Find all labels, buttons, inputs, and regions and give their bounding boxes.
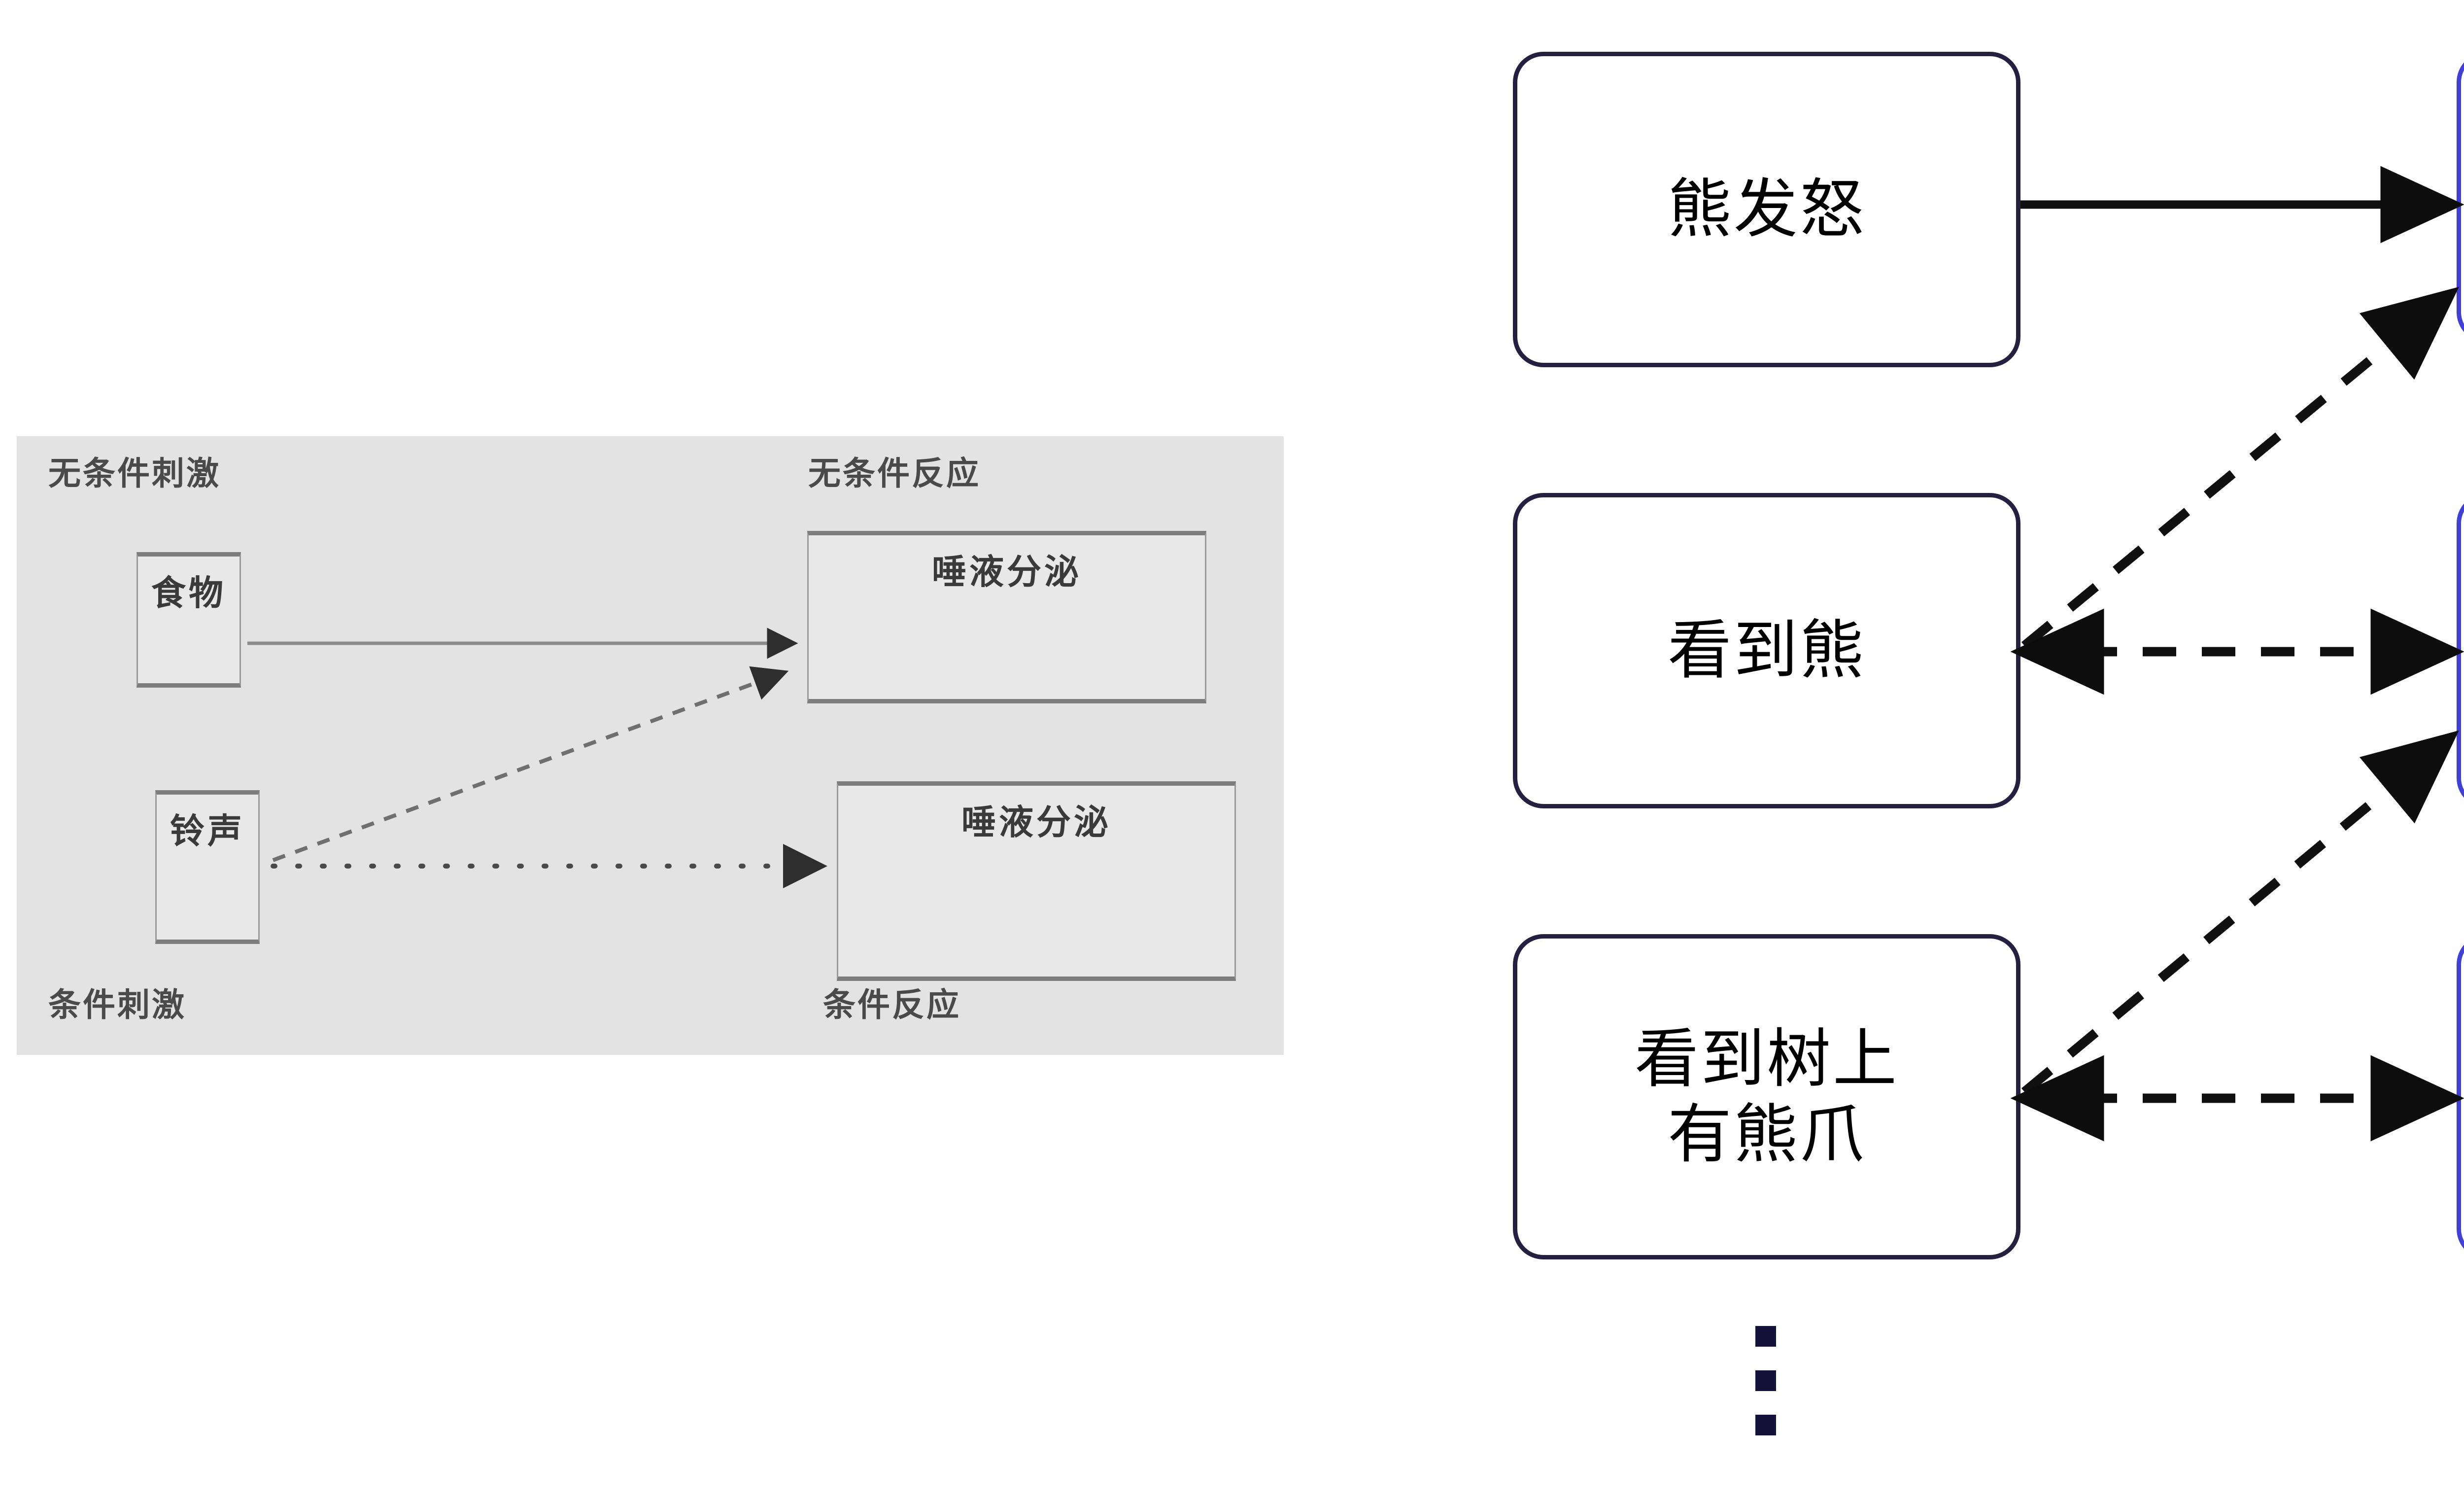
classical-conditioning-panel: 无条件刺激 无条件反应 条件刺激 条件反应 食物 铃声 唾液分泌 唾液分泌 bbox=[17, 436, 1284, 1055]
box-bell-label: 铃声 bbox=[170, 812, 245, 850]
box-salivation-unconditioned: 唾液分泌 bbox=[807, 531, 1206, 703]
edge-see-bear-to-reward bbox=[2021, 286, 2459, 650]
node-value-s-prime[interactable]: V(s′) bbox=[2457, 493, 2464, 808]
edge-bell-to-salivation-top bbox=[272, 666, 789, 862]
node-see-bear-label: 看到熊 bbox=[1667, 614, 1866, 687]
box-food: 食物 bbox=[137, 552, 241, 688]
box-bell: 铃声 bbox=[155, 790, 260, 944]
node-bear-angry[interactable]: 熊发怒 bbox=[1513, 52, 2020, 367]
label-conditioned-stimulus: 条件刺激 bbox=[48, 986, 186, 1023]
ellipsis-dot bbox=[1755, 1415, 1776, 1435]
node-bear-angry-label: 熊发怒 bbox=[1667, 173, 1866, 245]
node-see-bear-paw[interactable]: 看到树上 有熊爪 bbox=[1513, 934, 2020, 1259]
node-see-bear[interactable]: 看到熊 bbox=[1513, 493, 2020, 808]
node-see-bear-paw-label: 看到树上 有熊爪 bbox=[1634, 1022, 1899, 1170]
node-reward[interactable]: 奖励 bbox=[2457, 52, 2464, 343]
box-salivation-top-label: 唾液分泌 bbox=[932, 553, 1082, 591]
label-unconditioned-response: 无条件反应 bbox=[808, 455, 981, 491]
node-value-s[interactable]: V(s) bbox=[2457, 934, 2464, 1259]
box-salivation-bottom-label: 唾液分泌 bbox=[961, 803, 1111, 841]
ellipsis-dot bbox=[1755, 1326, 1776, 1347]
ellipsis-dot bbox=[1755, 1370, 1776, 1391]
label-unconditioned-stimulus: 无条件刺激 bbox=[48, 455, 221, 491]
box-salivation-conditioned: 唾液分泌 bbox=[837, 781, 1236, 981]
label-conditioned-response: 条件反应 bbox=[823, 986, 961, 1023]
edge-see-bear-paw-to-value-s-prime bbox=[2021, 730, 2459, 1096]
box-food-label: 食物 bbox=[151, 574, 226, 612]
ellipsis-left-column bbox=[1755, 1326, 1776, 1435]
